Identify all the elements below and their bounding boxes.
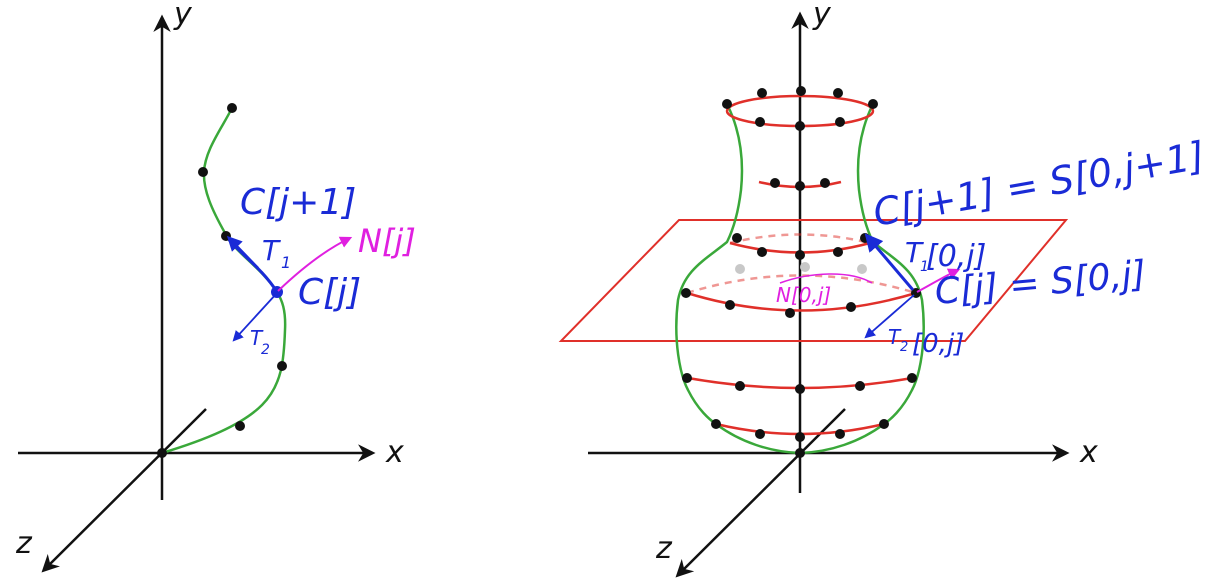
label-t2-sub: 2 <box>900 340 908 355</box>
surface-point <box>833 247 843 257</box>
right-annotations: C[j+1] = S[0,j+1] C[j] = S[0,j] [0,j] T … <box>776 133 1208 359</box>
t1-arrow <box>864 233 915 291</box>
surface-point <box>835 429 845 439</box>
left-annotations: C[j+1] C[j] N[j] T 1 T 2 <box>226 182 416 358</box>
vase-left-profile <box>675 103 801 455</box>
surface-point <box>820 178 830 188</box>
t1-arrow <box>226 235 259 269</box>
surface-point <box>795 181 805 191</box>
label-c-j-plus-1: C[j+1] <box>240 182 356 223</box>
left-y-label: y <box>173 0 193 32</box>
label-n-j: N[j] <box>358 222 416 260</box>
left-axes: y x z <box>15 0 404 573</box>
left-diagram: y x z C[j+1] C[j] N[j] T 1 T 2 <box>15 0 416 573</box>
surface-point <box>795 250 805 260</box>
surface-point <box>835 117 845 127</box>
surface-point <box>732 233 742 243</box>
left-z-label: z <box>15 526 33 561</box>
left-x-label: x <box>385 435 404 470</box>
surface-point <box>725 300 735 310</box>
t2-arrow <box>864 294 915 339</box>
ring-shoulder-back <box>729 233 871 245</box>
label-t2-sub: 2 <box>261 342 270 358</box>
right-diagram: y x z <box>558 0 1208 578</box>
right-z-label: z <box>655 531 673 566</box>
curve-point <box>235 421 245 431</box>
curve-point <box>157 448 167 458</box>
label-t1-letter: T <box>905 236 924 269</box>
surface-point <box>785 308 795 318</box>
label-t2: [0,j] <box>912 329 964 359</box>
hidden-points <box>735 262 867 274</box>
hidden-point <box>857 264 867 274</box>
surface-point <box>757 247 767 257</box>
surface-point <box>755 429 765 439</box>
surface-point <box>795 448 805 458</box>
label-t1: [0,j] <box>926 239 986 274</box>
right-y-label: y <box>812 0 832 32</box>
surface-point <box>755 117 765 127</box>
surface-point <box>855 381 865 391</box>
curve-point <box>277 361 287 371</box>
surface-point <box>681 288 691 298</box>
label-t2: T <box>250 326 264 350</box>
surface-point <box>711 419 721 429</box>
surface-point <box>735 381 745 391</box>
surface-point <box>907 373 917 383</box>
normal-arrow <box>277 236 353 292</box>
label-t1: T <box>262 234 281 267</box>
ring-section-front <box>686 291 917 312</box>
t2-arrow <box>232 292 278 342</box>
normal-arrow <box>916 268 961 293</box>
ring-section-back <box>686 274 917 295</box>
right-x-label: x <box>1079 435 1098 470</box>
surface-point <box>757 88 767 98</box>
hidden-point <box>800 262 810 272</box>
surface-point <box>795 432 805 442</box>
label-c-j: C[j] <box>298 272 361 313</box>
label-n-0-j: N[0,j] <box>776 283 831 307</box>
right-z-axis <box>675 408 846 578</box>
surface-point <box>833 88 843 98</box>
curve-point <box>198 167 208 177</box>
surface-point <box>722 99 732 109</box>
surface-point <box>868 99 878 109</box>
surface-point <box>770 178 780 188</box>
label-t1-sub: 1 <box>281 253 291 272</box>
surface-point <box>846 302 856 312</box>
curve-point <box>227 103 237 113</box>
normal-label-underline <box>779 273 873 284</box>
left-z-axis <box>41 408 207 573</box>
surface-points <box>681 86 921 458</box>
section-plane <box>558 219 1069 342</box>
label-t1-sub: 1 <box>920 259 929 275</box>
surface-point <box>682 373 692 383</box>
label-t2-letter: T <box>888 325 902 349</box>
hidden-point <box>735 264 745 274</box>
surface-point <box>879 419 889 429</box>
surface-point <box>795 121 805 131</box>
surface-point <box>796 86 806 96</box>
surface-point <box>795 384 805 394</box>
